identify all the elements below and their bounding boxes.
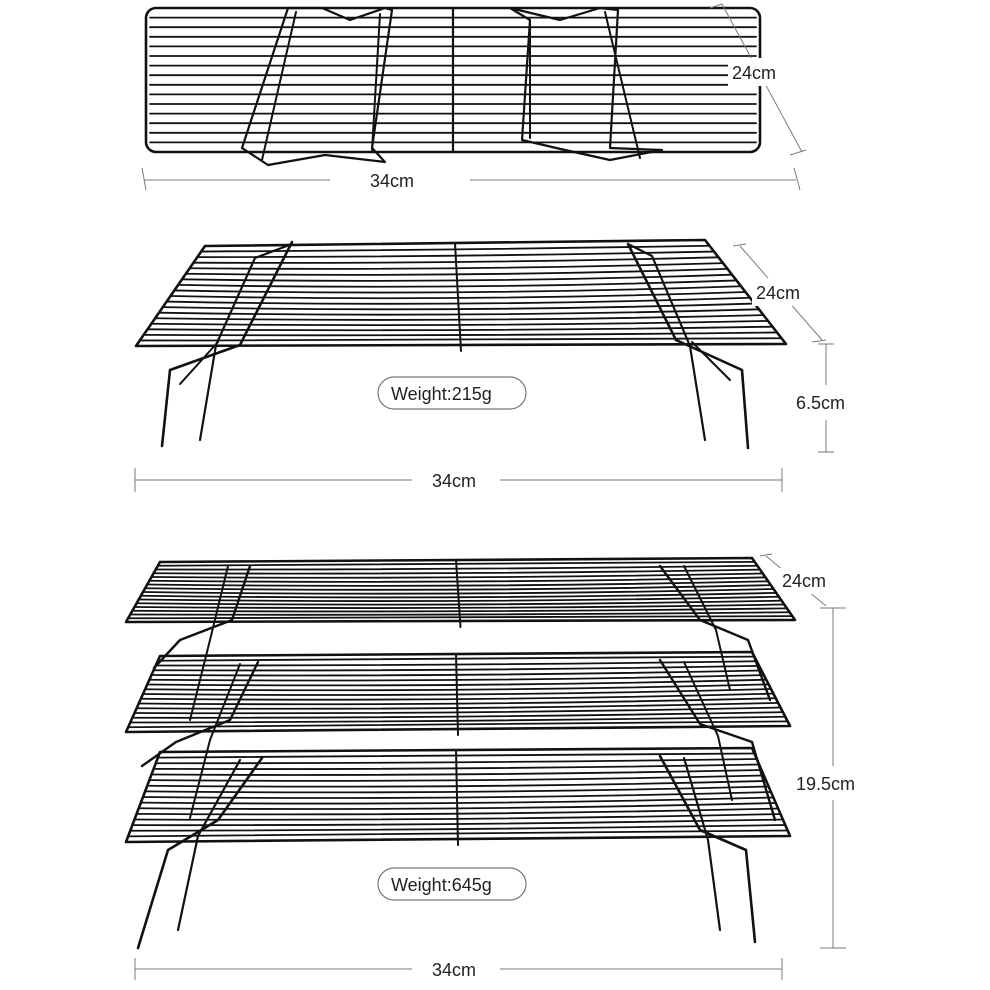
single-rack-weight-label: Weight:215g (391, 384, 492, 404)
stacked-width-label: 34cm (432, 960, 476, 980)
top-view-depth-dimension: 24cm (709, 3, 807, 156)
single-rack-height-dimension: 6.5cm (796, 343, 845, 453)
stacked-height-label: 19.5cm (796, 774, 855, 794)
stacked-weight-badge: Weight:645g (377, 867, 527, 901)
top-view-depth-label: 24cm (732, 63, 776, 83)
single-rack-depth-label: 24cm (756, 283, 800, 303)
rack-stacked-view (124, 556, 797, 950)
stacked-depth-label: 24cm (782, 571, 826, 591)
single-rack-width-label: 34cm (432, 471, 476, 491)
single-rack-height-label: 6.5cm (796, 393, 845, 413)
single-rack-depth-dimension: 24cm (732, 243, 827, 343)
single-rack-width-dimension: 34cm (134, 468, 783, 492)
stacked-depth-dimension: 24cm (759, 553, 840, 607)
single-rack-weight-badge: Weight:215g (377, 376, 527, 410)
stacked-weight-label: Weight:645g (391, 875, 492, 895)
top-view-width-label: 34cm (370, 171, 414, 191)
stacked-width-dimension: 34cm (134, 958, 783, 980)
rack-single-view (134, 238, 788, 450)
rack-top-view (144, 6, 762, 167)
stacked-height-dimension: 19.5cm (796, 607, 855, 949)
top-view-width-dimension: 34cm (141, 167, 801, 191)
